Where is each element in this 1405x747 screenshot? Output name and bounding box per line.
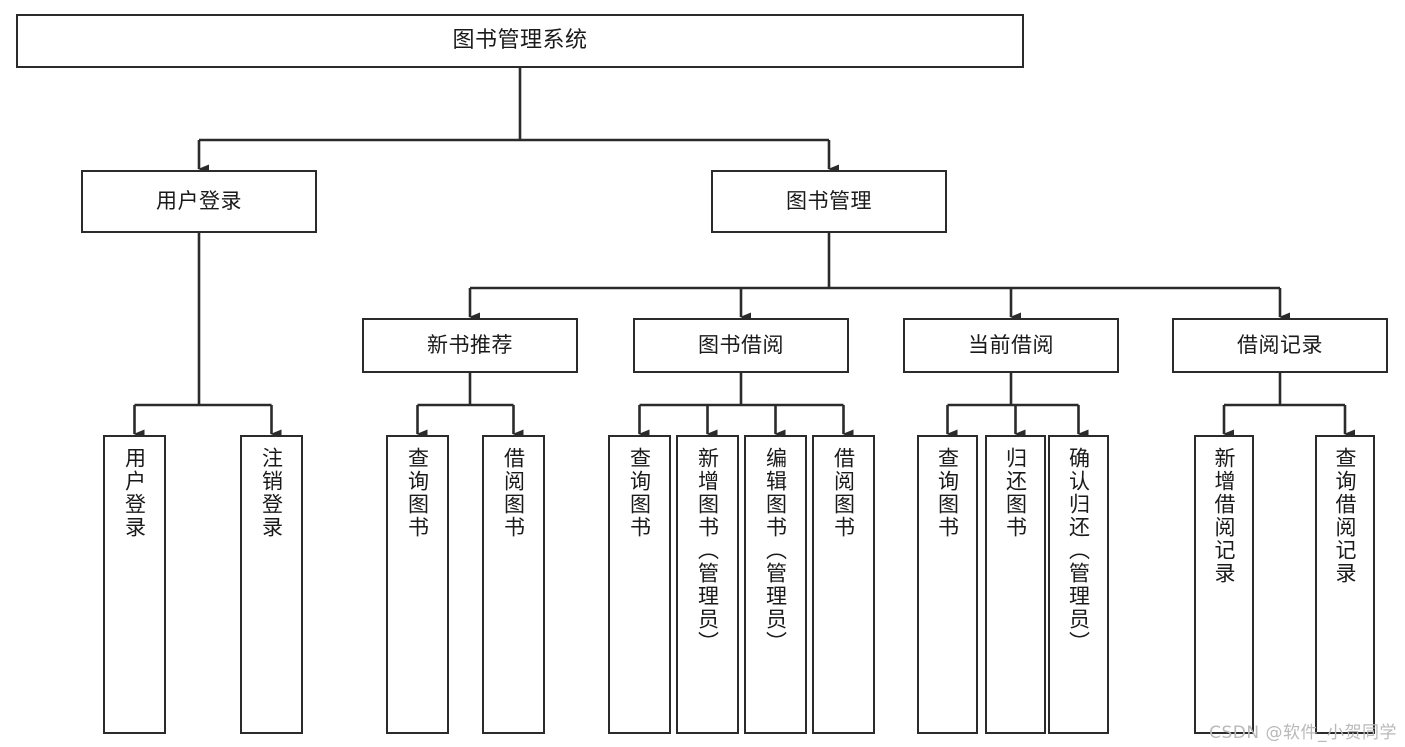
node-l-borrow-query-book[interactable]: 查询图书 [608,435,671,734]
node-label: 注销登录 [259,447,284,539]
watermark-text: CSDN @软件_小贺同学 [1209,723,1397,743]
node-label: 查询图书 [627,447,652,539]
node-l-borrow-borrow-book[interactable]: 借阅图书 [812,435,875,734]
node-label: 图书管理 [786,189,872,214]
node-l-cur-query-book[interactable]: 查询图书 [917,435,978,734]
node-label: 借阅图书 [831,447,856,539]
node-l-cur-confirm-return[interactable]: 确认归还（管理员） [1048,435,1109,734]
node-n-new-book-rec[interactable]: 新书推荐 [362,318,578,373]
node-label: 归还图书 [1003,447,1028,539]
node-label: 图书管理系统 [452,28,588,54]
node-l-rec-query-record[interactable]: 查询借阅记录 [1315,435,1375,734]
node-label: 新增图书（管理员） [695,447,720,654]
node-n-user-login[interactable]: 用户登录 [81,170,317,233]
node-l-rec-query-book[interactable]: 查询图书 [386,435,449,734]
node-label: 图书借阅 [698,333,784,358]
node-label: 确认归还（管理员） [1066,447,1091,654]
node-label: 查询借阅记录 [1333,447,1358,585]
node-label: 新增借阅记录 [1212,447,1237,585]
node-l-user-login[interactable]: 用户登录 [103,435,166,734]
node-l-rec-borrow-book[interactable]: 借阅图书 [482,435,545,734]
node-label: 查询图书 [935,447,960,539]
node-l-user-logout[interactable]: 注销登录 [240,435,303,734]
node-l-borrow-add-book[interactable]: 新增图书（管理员） [676,435,739,734]
node-label: 借阅记录 [1237,333,1323,358]
node-l-borrow-edit-book[interactable]: 编辑图书（管理员） [744,435,807,734]
node-label: 用户登录 [156,189,242,214]
node-label: 查询图书 [405,447,430,539]
node-root[interactable]: 图书管理系统 [16,14,1024,68]
node-n-book-borrow[interactable]: 图书借阅 [633,318,849,373]
node-n-book-mgmt[interactable]: 图书管理 [711,170,947,233]
node-label: 新书推荐 [427,333,513,358]
node-l-rec-add-record[interactable]: 新增借阅记录 [1194,435,1254,734]
node-label: 编辑图书（管理员） [763,447,788,654]
node-n-borrow-record[interactable]: 借阅记录 [1172,318,1388,373]
node-label: 借阅图书 [501,447,526,539]
node-label: 用户登录 [122,447,147,539]
node-n-current-borrow[interactable]: 当前借阅 [903,318,1119,373]
node-l-cur-return-book[interactable]: 归还图书 [985,435,1046,734]
node-label: 当前借阅 [968,333,1054,358]
